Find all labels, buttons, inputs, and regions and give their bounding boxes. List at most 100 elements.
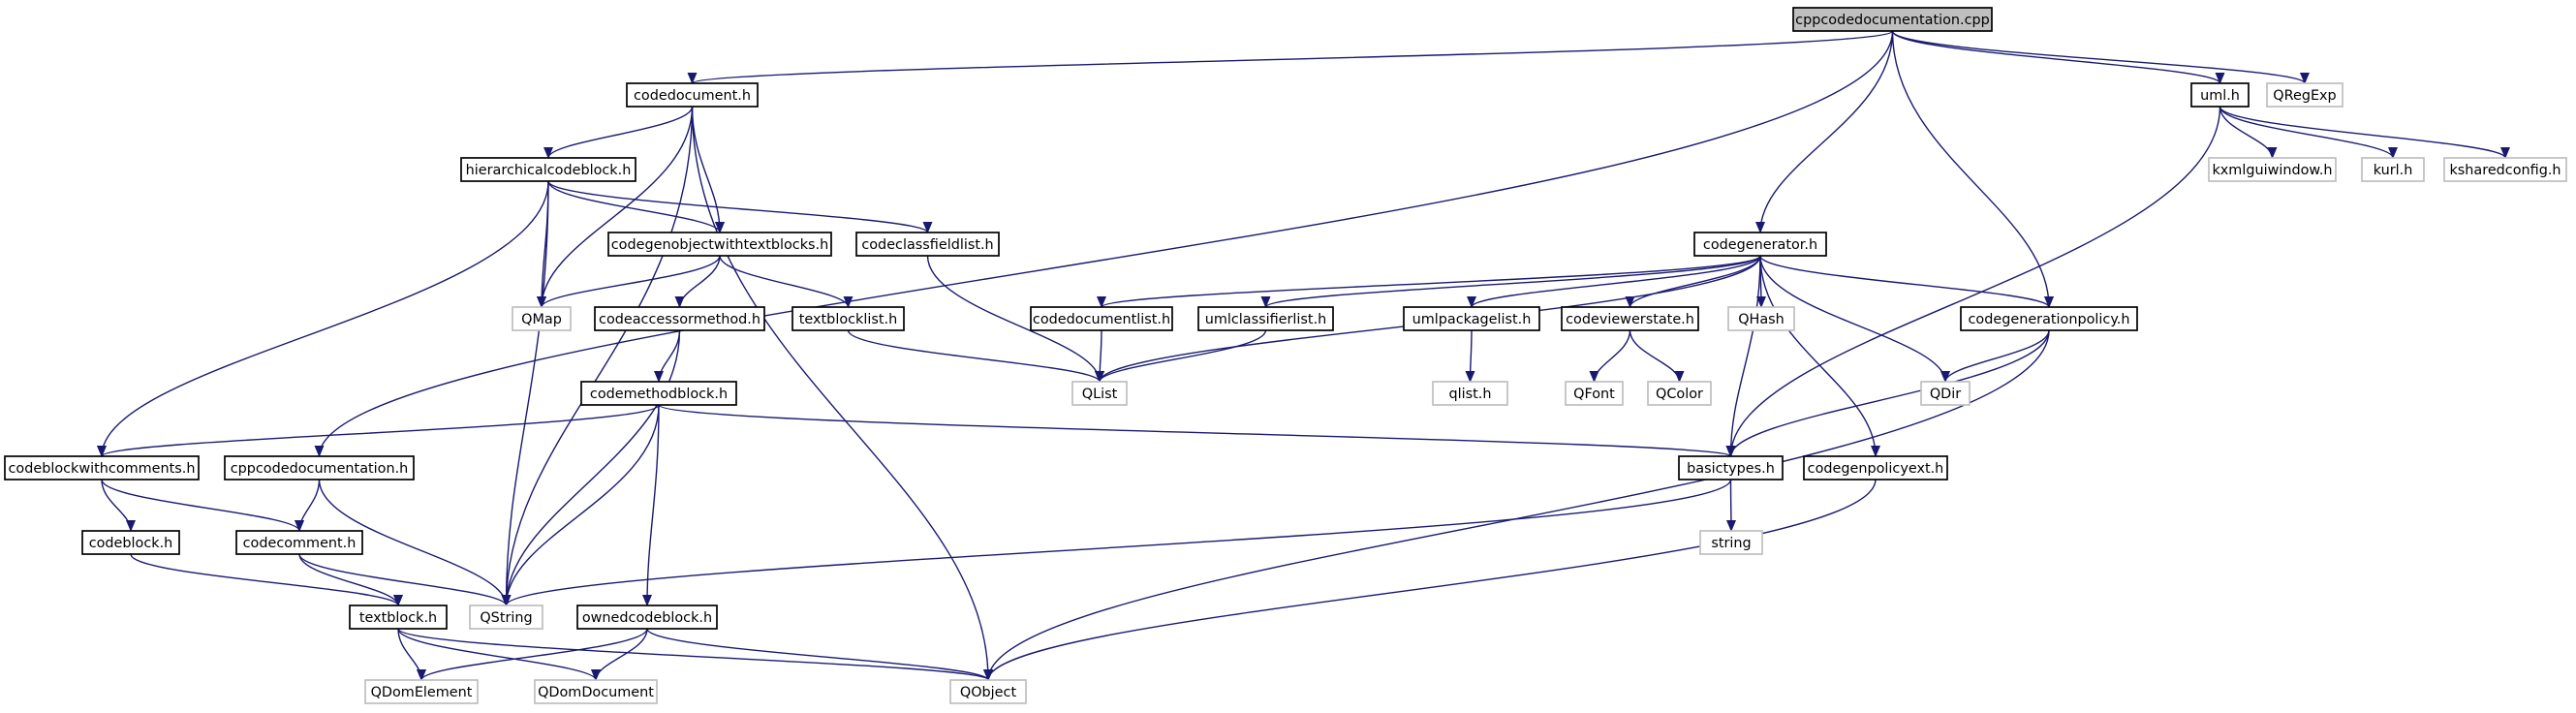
edge-line: [983, 479, 1877, 681]
node-textblock-h[interactable]: textblock.h: [349, 604, 448, 630]
edge-line: [1891, 30, 2225, 84]
edge-codegenobjectwithtextblocks_h-to-textblocklist_h: [719, 255, 853, 308]
edge-line: [719, 255, 853, 308]
node-box: [1960, 306, 2138, 331]
node-label: QRegExp: [2273, 88, 2336, 104]
node-label: QColor: [1656, 387, 1703, 402]
edge-uml_h-to-basictypes_h: [1725, 106, 2221, 457]
edge-line: [1940, 329, 2050, 383]
edge-codeviewerstate_h-to-QColor: [1629, 329, 1685, 383]
edge-line: [298, 553, 512, 606]
node-ownedcodeblock-h[interactable]: ownedcodeblock.h: [576, 604, 718, 630]
node-label: umlpackagelist.h: [1412, 312, 1532, 327]
edge-line: [646, 628, 993, 681]
edge-ownedcodeblock_h-to-QDomElement: [417, 628, 648, 681]
node-label: codegenpolicyext.h: [1808, 461, 1944, 477]
edge-line: [1095, 329, 1105, 383]
edge-line: [1891, 30, 2054, 308]
edge-uml_h-to-kxmlguiwindow_h: [2219, 106, 2278, 159]
node-label: basictypes.h: [1687, 461, 1775, 477]
node-label: codeblockwithcomments.h: [9, 461, 196, 477]
dependency-nodes: cppcodedocumentation.cpp codedocument.h hi…: [4, 7, 2567, 704]
edge-line: [295, 479, 321, 532]
node-box: [1561, 306, 1699, 331]
edge-line: [537, 106, 694, 308]
node-box: [2361, 157, 2425, 182]
node-codegenpolicyext-h[interactable]: codegenpolicyext.h: [1803, 455, 1948, 480]
edge-uml_h-to-ksharedconfig_h: [2219, 106, 2510, 159]
edge-line: [1097, 255, 1761, 308]
node-label: codeviewerstate.h: [1566, 312, 1694, 327]
node-QColor: QColor: [1647, 381, 1712, 406]
edge-line: [501, 404, 660, 606]
node-box: [1699, 530, 1763, 555]
edge-codedocument_h-to-codegenobjectwithtextblocks_h: [691, 106, 725, 233]
node-cppcodedocumentation-h[interactable]: cppcodedocumentation.h: [224, 455, 415, 480]
edge-umlpackagelist_h-to-qlist_h: [1465, 329, 1475, 383]
node-umlclassifierlist-h[interactable]: umlclassifierlist.h: [1197, 306, 1334, 331]
edge-line: [1467, 255, 1761, 308]
edge-line: [101, 479, 304, 532]
edge-hierarchicalcodeblock_h-to-QString: [501, 180, 549, 606]
node-codegenerationpolicy-h[interactable]: codegenerationpolicy.h: [1960, 306, 2138, 331]
node-codedocument-h[interactable]: codedocument.h: [626, 82, 759, 108]
edge-line: [847, 329, 1104, 383]
node-codedocumentlist-h[interactable]: codedocumentlist.h: [1030, 306, 1173, 331]
dependency-edges: [97, 30, 2510, 681]
node-label: QMap: [521, 312, 562, 327]
node-label: codegenerationpolicy.h: [1969, 312, 2130, 327]
node-codeblock-h[interactable]: codeblock.h: [81, 530, 180, 555]
node-codegenerator-h[interactable]: codegenerator.h: [1693, 232, 1827, 257]
node-label: QDomDocument: [538, 685, 654, 700]
node-label: QHash: [1738, 312, 1785, 327]
node-codeviewerstate-h[interactable]: codeviewerstate.h: [1561, 306, 1699, 331]
edge-ownedcodeblock_h-to-QDomDocument: [591, 628, 648, 681]
node-label: codeclassfieldlist.h: [861, 237, 993, 253]
edge-line: [417, 628, 648, 681]
edge-codeaccessormethod_h-to-QString: [501, 329, 681, 606]
edge-line: [314, 30, 1894, 457]
edge-line: [658, 404, 1735, 457]
node-uml-h[interactable]: uml.h: [2190, 82, 2250, 108]
edge-line: [2219, 106, 2278, 159]
node-box: [791, 306, 905, 331]
node-label: codegenobjectwithtextblocks.h: [611, 237, 828, 253]
edge-line: [642, 404, 660, 606]
node-label: codedocument.h: [634, 88, 751, 104]
node-codeclassfieldlist-h[interactable]: codeclassfieldlist.h: [855, 232, 1000, 257]
node-label: cppcodedocumentation.cpp: [1795, 13, 1990, 28]
node-umlpackagelist-h[interactable]: umlpackagelist.h: [1403, 306, 1540, 331]
node-codeblockwithcomments-h[interactable]: codeblockwithcomments.h: [4, 455, 200, 480]
node-basictypes-h[interactable]: basictypes.h: [1678, 455, 1784, 480]
node-box: [626, 82, 759, 108]
edge-codegenerator_h-to-QDir: [1759, 255, 1950, 383]
edge-codegenobjectwithtextblocks_h-to-QMap: [537, 255, 721, 308]
node-codecomment-h[interactable]: codecomment.h: [235, 530, 363, 555]
node-hierarchicalcodeblock-h[interactable]: hierarchicalcodeblock.h: [460, 157, 636, 182]
node-textblocklist-h[interactable]: textblocklist.h: [791, 306, 905, 331]
edge-codegenerationpolicy_h-to-basictypes_h: [1725, 329, 2050, 457]
edge-line: [688, 30, 1894, 84]
edge-codecomment_h-to-QString: [298, 553, 512, 606]
edge-codegenpolicyext_h-to-QObject: [983, 479, 1877, 681]
edge-codemethodblock_h-to-QString: [501, 404, 660, 606]
edge-codedocument_h-to-QMap: [537, 106, 694, 308]
edge-codecomment_h-to-textblock_h: [298, 553, 403, 606]
node-codegenobjectwithtextblocks-h[interactable]: codegenobjectwithtextblocks.h: [607, 232, 832, 257]
node-box: [224, 455, 415, 480]
node-codemethodblock-h[interactable]: codemethodblock.h: [580, 381, 737, 406]
edge-codemethodblock_h-to-basictypes_h: [658, 404, 1735, 457]
edge-textblocklist_h-to-QList: [847, 329, 1104, 383]
edge-line: [1725, 329, 2050, 457]
edge-umlclassifierlist_h-to-QList: [1095, 329, 1267, 383]
edge-root-to-codegenerator_h: [1755, 30, 1894, 233]
node-root[interactable]: cppcodedocumentation.cpp: [1792, 7, 1993, 32]
edge-line: [1725, 106, 2221, 457]
node-box: [349, 604, 448, 630]
edge-line: [1759, 255, 1880, 457]
node-label: ksharedconfig.h: [2449, 163, 2560, 178]
edge-line: [97, 404, 660, 457]
edge-line: [1755, 30, 1894, 233]
edge-uml_h-to-kurl_h: [2219, 106, 2398, 159]
node-codeaccessormethod-h[interactable]: codeaccessormethod.h: [594, 306, 765, 331]
